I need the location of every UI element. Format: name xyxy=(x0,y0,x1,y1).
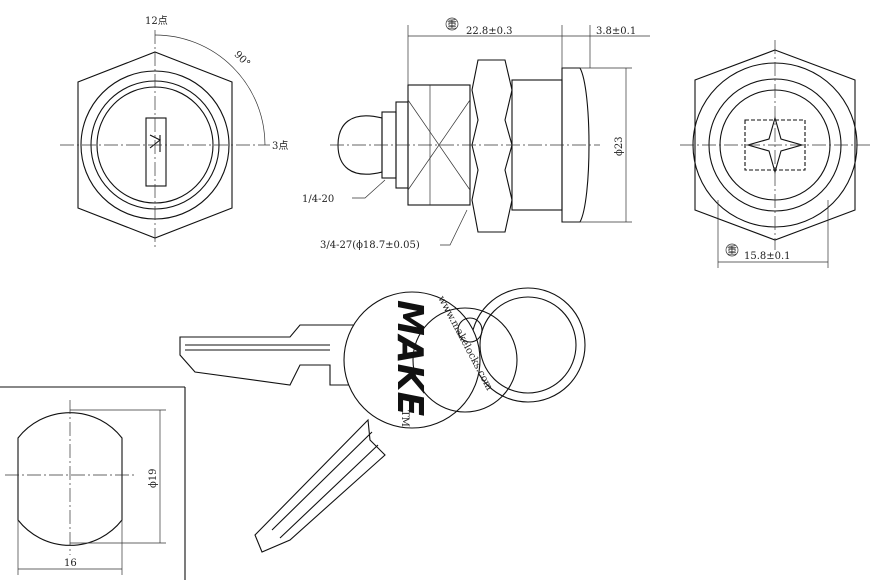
rear-view: 重 15.8±0.1 xyxy=(680,40,870,268)
dim-length: 22.8±0.3 xyxy=(466,26,513,37)
key-trademark: TM xyxy=(399,410,410,427)
dim-width: 15.8±0.1 xyxy=(744,251,791,262)
label-angle: 90° xyxy=(232,49,252,69)
dim-flange: 3.8±0.1 xyxy=(596,26,636,37)
side-view: 重 22.8±0.3 3.8±0.1 ϕ23 1/4-20 3/4-27(ϕ18… xyxy=(302,17,650,251)
thread-large: 3/4-27(ϕ18.7±0.05) xyxy=(320,240,420,251)
key-drawing: MAKE TM www.makelocks.com xyxy=(179,287,586,553)
front-view: 12点 90° 3点 xyxy=(60,15,288,250)
critical-mark: 重 xyxy=(447,18,457,31)
label-12-oclock: 12点 xyxy=(145,15,168,27)
cam-view: ϕ19 16 xyxy=(0,386,186,580)
critical-mark: 重 xyxy=(727,244,737,257)
thread-small: 1/4-20 xyxy=(302,194,334,205)
cam-dim-diameter: ϕ19 xyxy=(148,468,159,488)
label-3-oclock: 3点 xyxy=(272,140,288,152)
dim-diameter: ϕ23 xyxy=(614,136,625,156)
cam-dim-width: 16 xyxy=(64,558,77,569)
key-logo: MAKE xyxy=(389,300,430,417)
